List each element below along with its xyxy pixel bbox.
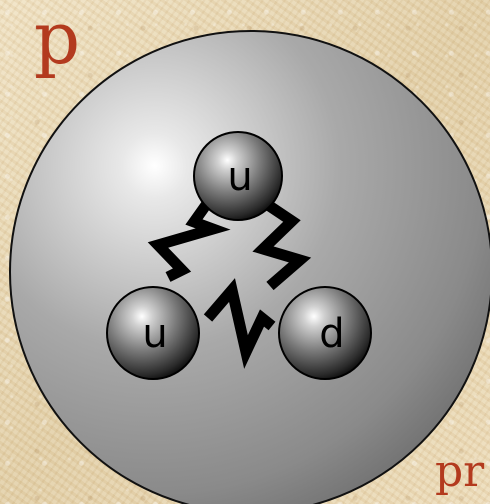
quark-label: u: [227, 154, 252, 200]
quark-sphere: [106, 286, 200, 380]
gluon-left: [147, 201, 231, 282]
quark-label: d: [319, 311, 344, 357]
gluon-bottom: [203, 278, 276, 369]
quark-left: u: [106, 286, 200, 380]
particle-symbol: p: [34, 0, 81, 80]
gluon-right: [252, 200, 312, 291]
corner-label: pr: [435, 446, 485, 497]
quark-top: u: [193, 131, 283, 221]
proton-sphere: [9, 30, 490, 504]
quark-sphere: [278, 286, 372, 380]
quark-sphere: [193, 131, 283, 221]
quark-right: d: [278, 286, 372, 380]
quark-label: u: [142, 311, 167, 357]
